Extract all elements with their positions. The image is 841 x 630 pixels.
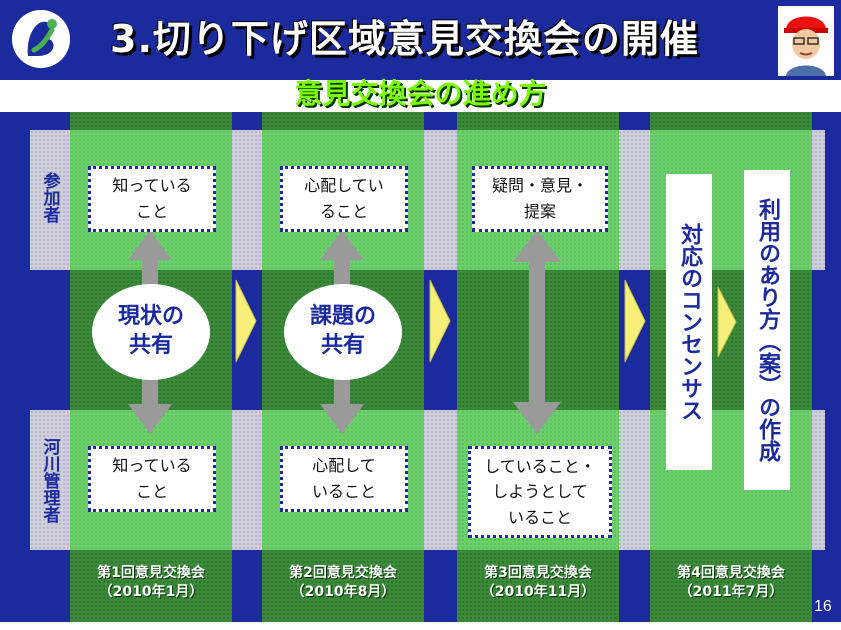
stage-2-manager-card: 心配して いること: [280, 446, 408, 512]
process-board: 参加者 河川管理者 知っている こと 現状の: [0, 112, 841, 622]
logo-icon: [12, 10, 70, 68]
stage-1-participant-card: 知っている こと: [88, 166, 216, 232]
double-arrow-icon: [513, 230, 561, 434]
stage-3-manager-card: していること・ しようとして いること: [468, 446, 612, 538]
stage-3-participant-card: 疑問・意見・ 提案: [472, 166, 608, 232]
stage-3-date: （2010年11月）: [480, 583, 596, 600]
stage-4-footer: 第4回意見交換会 （2011年7月）: [650, 564, 812, 602]
stage-2-participant-card: 心配してい ること: [280, 166, 408, 232]
page-title: 3.切り下げ区域意見交換会の開催: [110, 17, 699, 61]
stage-1-center-oval: 現状の 共有: [92, 284, 210, 380]
avatar-icon: [778, 6, 834, 76]
double-arrow-icon: [128, 230, 172, 434]
stage-1-date: （2010年1月）: [98, 583, 204, 600]
river-manager-label: 河川管理者: [39, 437, 60, 523]
stage-1-title: 第1回意見交換会: [97, 565, 205, 581]
stage-3-title: 第3回意見交換会: [484, 565, 592, 581]
participants-label: 参加者: [39, 171, 60, 223]
stage-4-title: 第4回意見交換会: [677, 565, 785, 581]
stage-4-date: （2011年7月）: [678, 583, 784, 600]
slide-header: 3.切り下げ区域意見交換会の開催: [0, 0, 841, 80]
stage-3-footer: 第3回意見交換会 （2010年11月）: [457, 564, 619, 602]
arrows-layer: [128, 230, 737, 434]
stage-1-footer: 第1回意見交換会 （2010年1月）: [70, 564, 232, 602]
step-arrow-icon: [624, 279, 646, 363]
stage-2-center-oval: 課題の 共有: [284, 284, 402, 380]
double-arrow-icon: [320, 230, 364, 434]
stage-2-date: （2010年8月）: [290, 583, 396, 600]
subtitle: 意見交換会の進め方: [294, 77, 547, 110]
step-arrow-icon: [429, 279, 451, 363]
page-number: 16: [814, 598, 832, 615]
step-arrow-icon: [717, 286, 737, 358]
plan-creation-box: 利用のあり方（案）の作成: [744, 170, 790, 490]
stage-1-manager-card: 知っている こと: [88, 446, 216, 512]
consensus-box: 対応のコンセンサス: [666, 174, 712, 470]
step-arrow-icon: [235, 279, 257, 363]
stage-2-footer: 第2回意見交換会 （2010年8月）: [262, 564, 424, 602]
stage-2-title: 第2回意見交換会: [289, 565, 397, 581]
